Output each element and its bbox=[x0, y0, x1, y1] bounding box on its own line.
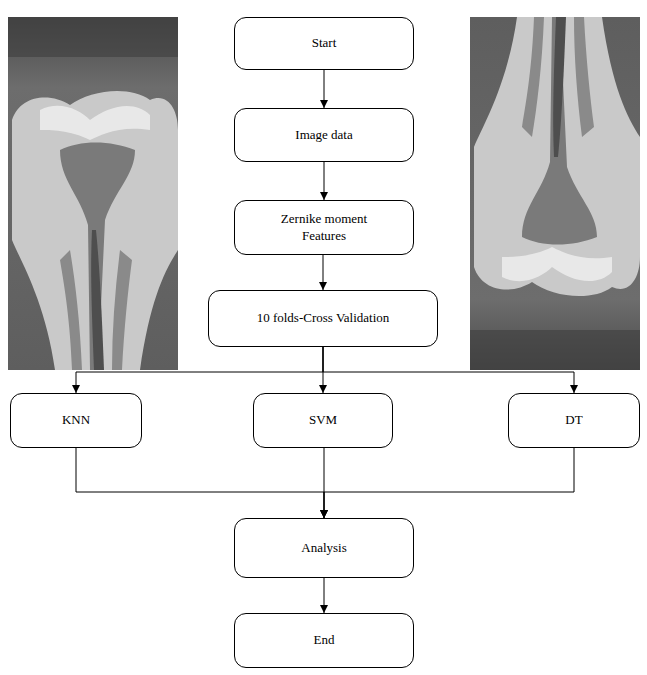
process-box: DT bbox=[508, 393, 640, 448]
process-box: Image data bbox=[234, 108, 414, 162]
process-box: Start bbox=[234, 17, 414, 70]
flow-arrow bbox=[323, 347, 574, 393]
dental-xray bbox=[8, 17, 178, 370]
flow-arrow bbox=[76, 347, 323, 393]
process-box: End bbox=[234, 613, 414, 668]
box-label: KNN bbox=[62, 412, 90, 428]
flow-arrow bbox=[76, 448, 324, 518]
process-box: 10 folds-Cross Validation bbox=[208, 290, 438, 347]
process-box: Analysis bbox=[234, 518, 414, 578]
box-label: Start bbox=[312, 35, 337, 51]
box-label: Analysis bbox=[301, 540, 347, 556]
flow-arrow bbox=[324, 448, 574, 518]
flow-arrow bbox=[324, 162, 325, 200]
flow-arrow bbox=[324, 578, 325, 613]
process-box: Zernike moment Features bbox=[234, 200, 414, 255]
box-label: Image data bbox=[295, 127, 352, 143]
process-box: SVM bbox=[253, 393, 393, 448]
box-label: End bbox=[314, 632, 335, 648]
box-label: Zernike moment Features bbox=[264, 211, 384, 244]
box-label: 10 folds-Cross Validation bbox=[257, 310, 390, 326]
flow-arrow bbox=[324, 70, 325, 108]
box-label: SVM bbox=[309, 412, 337, 428]
flow-arrow bbox=[323, 255, 324, 290]
dental-xray bbox=[470, 17, 640, 370]
process-box: KNN bbox=[10, 393, 142, 448]
box-label: DT bbox=[565, 412, 582, 428]
